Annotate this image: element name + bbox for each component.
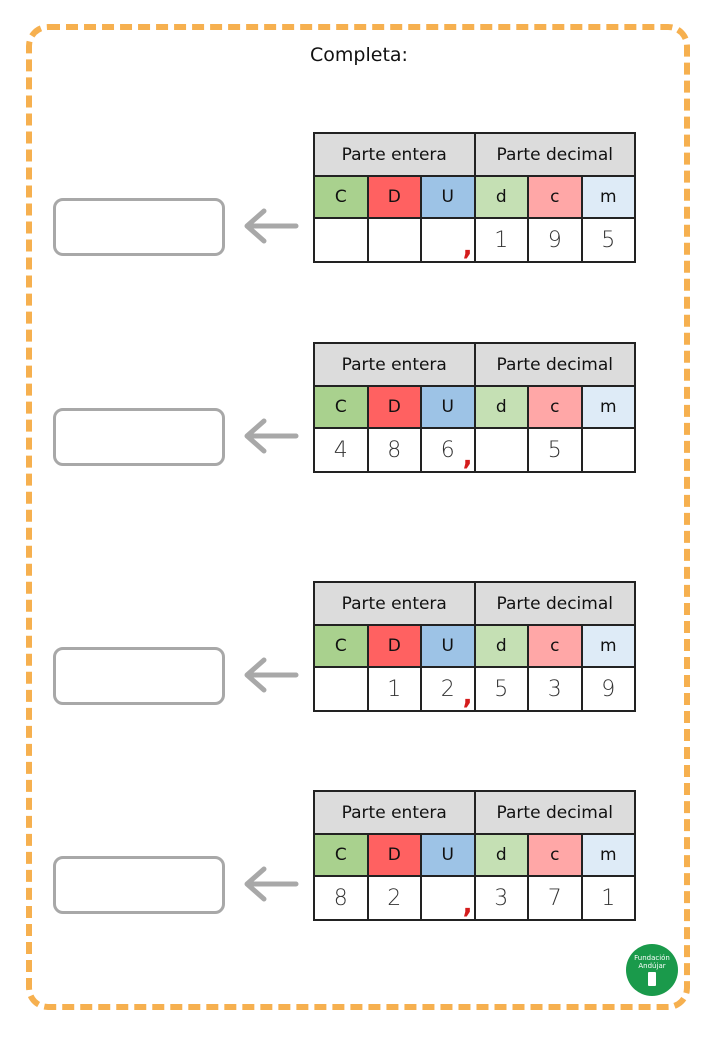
header-decimal: Parte decimal <box>473 790 636 835</box>
place-C: C <box>313 833 369 877</box>
foundation-logo: Fundación Andújar <box>626 944 678 996</box>
place-U: U <box>420 385 476 429</box>
logo-line-1: Fundación <box>634 954 670 962</box>
dashed-border-frame <box>26 24 690 1010</box>
place-D: D <box>366 385 422 429</box>
place-m: m <box>580 175 636 219</box>
digit-cell-units: 6, <box>420 427 476 473</box>
place-c: c <box>527 385 583 429</box>
header-decimal: Parte decimal <box>473 342 636 387</box>
digit-cell <box>313 217 369 263</box>
place-m: m <box>580 624 636 668</box>
header-decimal: Parte decimal <box>473 132 636 177</box>
digit-cell <box>366 217 422 263</box>
decimal-comma: , <box>462 681 473 711</box>
place-m: m <box>580 385 636 429</box>
page-title: Completa: <box>310 44 408 66</box>
place-U: U <box>420 175 476 219</box>
place-U: U <box>420 833 476 877</box>
digit-cell-units: , <box>420 875 476 921</box>
digit-cell <box>313 666 369 712</box>
place-d: d <box>473 175 529 219</box>
answer-box-2[interactable] <box>53 408 225 466</box>
pencil-icon <box>648 972 656 986</box>
place-d: d <box>473 385 529 429</box>
digit-cell: 3 <box>527 666 583 712</box>
arrow-left-icon <box>244 208 299 244</box>
answer-box-3[interactable] <box>53 647 225 705</box>
header-entera: Parte entera <box>313 132 476 177</box>
digit-cell-units: , <box>420 217 476 263</box>
place-value-table-1: Parte entera Parte decimal C D U d c m ,… <box>313 132 636 263</box>
answer-box-4[interactable] <box>53 856 225 914</box>
decimal-comma: , <box>462 442 473 472</box>
digit-cell: 8 <box>313 875 369 921</box>
place-C: C <box>313 624 369 668</box>
digit-cell: 1 <box>580 875 636 921</box>
digit-cell <box>580 427 636 473</box>
arrow-left-icon <box>244 657 299 693</box>
place-C: C <box>313 385 369 429</box>
digit-cell: 2 <box>366 875 422 921</box>
digit-cell: 7 <box>527 875 583 921</box>
digit-cell: 1 <box>473 217 529 263</box>
digit-cell: 1 <box>366 666 422 712</box>
place-D: D <box>366 833 422 877</box>
place-value-table-2: Parte entera Parte decimal C D U d c m 4… <box>313 342 636 473</box>
arrow-left-icon <box>244 418 299 454</box>
answer-box-1[interactable] <box>53 198 225 256</box>
header-entera: Parte entera <box>313 581 476 626</box>
digit-cell: 8 <box>366 427 422 473</box>
place-m: m <box>580 833 636 877</box>
digit-cell-units: 2, <box>420 666 476 712</box>
logo-line-2: Andújar <box>638 962 666 970</box>
place-value-table-3: Parte entera Parte decimal C D U d c m 1… <box>313 581 636 712</box>
digit-cell: 5 <box>527 427 583 473</box>
place-U: U <box>420 624 476 668</box>
place-c: c <box>527 833 583 877</box>
place-D: D <box>366 624 422 668</box>
place-c: c <box>527 624 583 668</box>
place-value-table-4: Parte entera Parte decimal C D U d c m 8… <box>313 790 636 921</box>
header-decimal: Parte decimal <box>473 581 636 626</box>
place-D: D <box>366 175 422 219</box>
decimal-comma: , <box>462 890 473 920</box>
digit-cell: 5 <box>580 217 636 263</box>
header-entera: Parte entera <box>313 342 476 387</box>
header-entera: Parte entera <box>313 790 476 835</box>
decimal-comma: , <box>462 232 473 262</box>
arrow-left-icon <box>244 866 299 902</box>
digit-cell: 9 <box>580 666 636 712</box>
digit-cell: 3 <box>473 875 529 921</box>
digit-cell: 5 <box>473 666 529 712</box>
place-d: d <box>473 624 529 668</box>
digit-cell: 9 <box>527 217 583 263</box>
place-c: c <box>527 175 583 219</box>
place-d: d <box>473 833 529 877</box>
digit-cell <box>473 427 529 473</box>
digit-cell: 4 <box>313 427 369 473</box>
place-C: C <box>313 175 369 219</box>
